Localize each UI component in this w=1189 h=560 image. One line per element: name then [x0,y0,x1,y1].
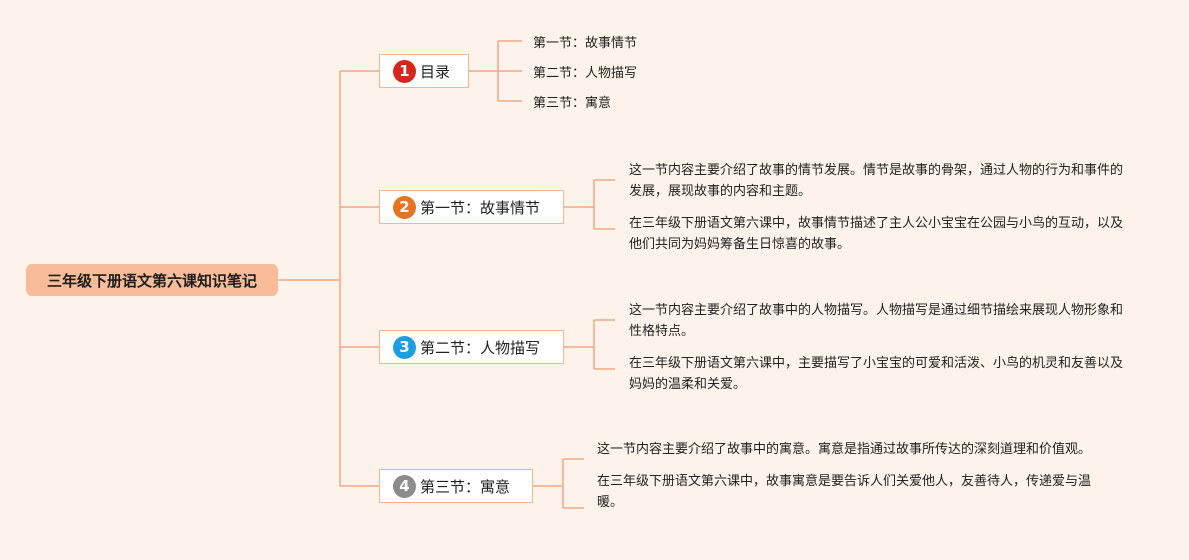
branch-label: 目录 [420,62,451,81]
branch-label: 第三节：寓意 [420,477,511,496]
leaf-item[interactable]: 第三节：寓意 [533,96,612,111]
root-title: 三年级下册语文第六课知识笔记 [46,271,257,290]
branch-node-toc[interactable]: 1 目录 [379,54,469,88]
note-paragraph[interactable]: 这一节内容主要介绍了故事中的寓意。寓意是指通过故事所传达的深刻道理和价值观。 [597,442,1092,457]
note-paragraph[interactable]: 这一节内容主要介绍了故事的情节发展。情节是故事的骨架，通过人物的行为和事件的发展… [629,163,1124,199]
branch-notes: 这一节内容主要介绍了故事中的寓意。寓意是指通过故事所传达的深刻道理和价值观。 在… [597,439,1097,524]
branch-node-section-3[interactable]: 4 第三节：寓意 [379,469,533,503]
note-paragraph[interactable]: 在三年级下册语文第六课中，主要描写了小宝宝的可爱和活泼、小鸟的机灵和友善以及妈妈… [629,356,1124,392]
leaf-item[interactable]: 第二节：人物描写 [533,66,638,81]
note-paragraph[interactable]: 这一节内容主要介绍了故事中的人物描写。人物描写是通过细节描绘来展现人物形象和性格… [629,303,1124,339]
branch-label: 第一节：故事情节 [420,198,541,217]
branch-label: 第二节：人物描写 [420,338,541,357]
number-badge-2: 2 [393,195,416,219]
branch-notes: 这一节内容主要介绍了故事中的人物描写。人物描写是通过细节描绘来展现人物形象和性格… [629,300,1129,406]
branch-node-section-1[interactable]: 2 第一节：故事情节 [379,190,564,224]
root-topic[interactable]: 三年级下册语文第六课知识笔记 [26,264,278,296]
note-paragraph[interactable]: 在三年级下册语文第六课中，故事寓意是要告诉人们关爱他人，友善待人，传递爱与温暖。 [597,474,1092,510]
note-paragraph[interactable]: 在三年级下册语文第六课中，故事情节描述了主人公小宝宝在公园与小鸟的互动，以及他们… [629,216,1124,252]
number-badge-1: 1 [393,59,416,83]
number-badge-4: 4 [393,474,416,498]
leaf-item[interactable]: 第一节：故事情节 [533,36,638,51]
branch-notes: 这一节内容主要介绍了故事的情节发展。情节是故事的骨架，通过人物的行为和事件的发展… [629,160,1129,266]
number-badge-3: 3 [393,335,416,359]
branch-node-section-2[interactable]: 3 第二节：人物描写 [379,330,564,364]
